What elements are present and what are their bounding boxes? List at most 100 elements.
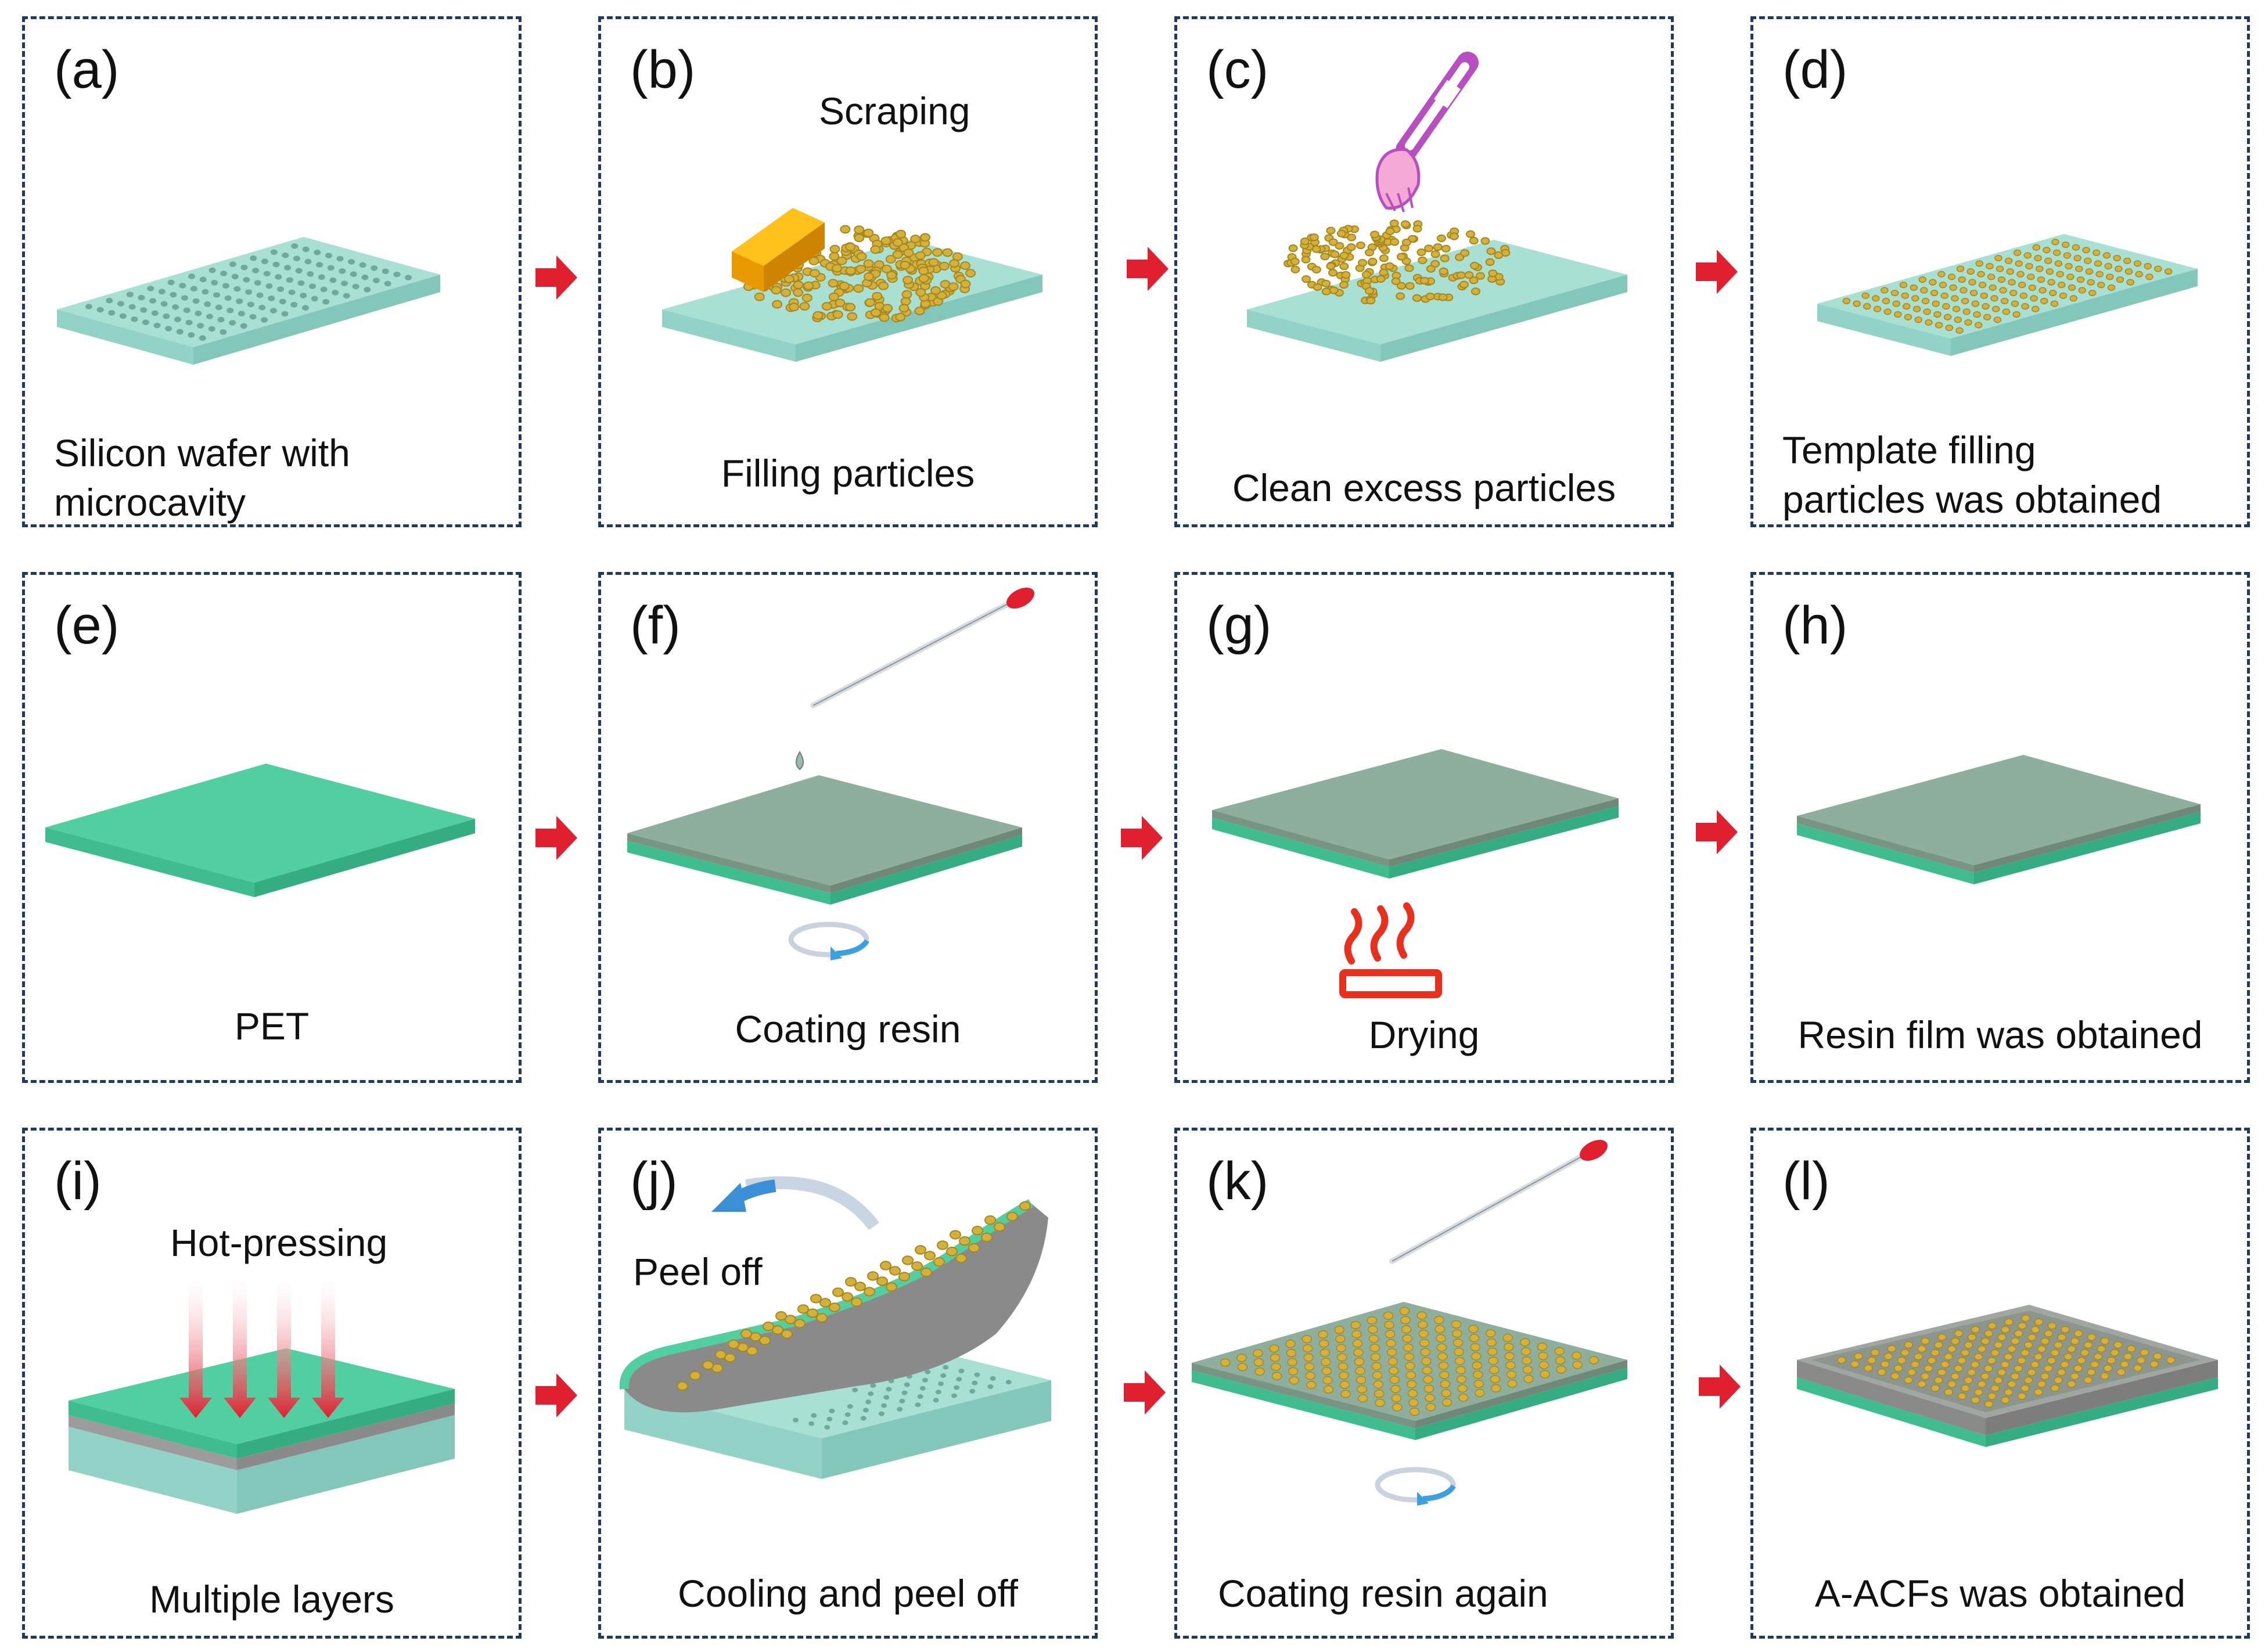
particle xyxy=(960,279,971,289)
microcavity xyxy=(281,311,289,317)
particle xyxy=(2051,239,2059,246)
particle xyxy=(865,298,876,307)
microcavity xyxy=(188,332,195,338)
microcavity xyxy=(252,268,260,273)
particle xyxy=(924,1251,936,1261)
panel-h-caption: Resin film was obtained xyxy=(1797,1013,2203,1056)
particle xyxy=(1423,1384,1435,1393)
particle xyxy=(1469,236,1479,245)
particle xyxy=(2006,268,2015,275)
particle xyxy=(895,312,906,322)
particle xyxy=(1300,237,1310,246)
microcavity xyxy=(249,314,257,320)
particle xyxy=(809,269,820,278)
particle xyxy=(1990,1384,2000,1392)
microcavity xyxy=(917,1394,923,1399)
particle xyxy=(1302,1335,1312,1344)
particle xyxy=(2123,257,2131,264)
particle xyxy=(1412,294,1422,302)
particle xyxy=(1346,243,1356,251)
microcavity xyxy=(204,301,211,307)
particle xyxy=(1964,1376,1973,1384)
microcavity xyxy=(405,275,412,280)
particle xyxy=(1369,1344,1380,1352)
particle xyxy=(1892,300,1900,307)
particle xyxy=(1368,257,1378,265)
particle xyxy=(1940,292,1948,299)
microcavity xyxy=(886,1387,892,1392)
particle xyxy=(2027,1333,2037,1341)
particle xyxy=(2087,1333,2097,1341)
microcavity xyxy=(176,329,184,335)
process-arrow-icon xyxy=(1699,1365,1741,1409)
microcavity xyxy=(233,286,241,292)
particle xyxy=(1991,305,2000,312)
microcavity xyxy=(373,278,380,283)
particle xyxy=(1990,295,1998,302)
microcavity xyxy=(270,249,278,255)
particle xyxy=(1339,262,1349,271)
particle xyxy=(968,1243,980,1253)
panel-i-label: (i) xyxy=(54,1151,102,1211)
particle xyxy=(2094,260,2102,267)
particle xyxy=(1339,1371,1349,1380)
particle xyxy=(1996,265,2004,272)
rotation-arrow-icon xyxy=(788,922,869,960)
particle xyxy=(889,1266,901,1276)
microcavity xyxy=(222,283,229,289)
particle xyxy=(1489,1366,1500,1374)
particle xyxy=(1425,1403,1436,1412)
particle xyxy=(1930,289,1939,297)
particle xyxy=(1320,253,1330,261)
particle xyxy=(2057,1333,2066,1341)
particle xyxy=(2023,1376,2033,1384)
particle xyxy=(2026,273,2035,280)
particle xyxy=(930,286,941,295)
panel-c-caption: Clean excess particles xyxy=(1232,466,1616,509)
particle xyxy=(1356,1376,1367,1384)
particle xyxy=(2037,1380,2047,1388)
microcavity xyxy=(320,286,328,293)
microcavity xyxy=(915,1402,921,1408)
panel-b-top-caption: Scraping xyxy=(819,89,970,132)
peel-off-illustration xyxy=(619,1176,1051,1479)
microcavity xyxy=(364,287,371,293)
particle xyxy=(928,258,939,267)
particle xyxy=(2011,1337,2020,1345)
particle xyxy=(2072,244,2080,251)
particle xyxy=(1405,282,1415,290)
particle xyxy=(1351,1330,1362,1338)
particle xyxy=(2102,252,2111,259)
microcavity xyxy=(119,313,127,319)
particle xyxy=(1417,1320,1428,1329)
panel-d: (d) Template filling particles was obtai… xyxy=(1750,16,2250,527)
microcavity xyxy=(195,310,202,316)
particle xyxy=(1220,1358,1231,1367)
particle xyxy=(1950,1337,1960,1345)
particle xyxy=(2065,262,2073,269)
particle xyxy=(1890,1372,1900,1380)
particle xyxy=(2133,1364,2142,1372)
particle xyxy=(1494,251,1504,259)
particle xyxy=(920,233,931,242)
particle xyxy=(1485,1329,1496,1338)
particle xyxy=(1286,1348,1297,1358)
particle xyxy=(2085,268,2094,275)
particle xyxy=(1520,1347,1531,1356)
particle xyxy=(1305,1372,1315,1380)
particle xyxy=(1405,1371,1416,1380)
particle xyxy=(2074,1330,2083,1337)
particle xyxy=(810,1294,822,1304)
particle xyxy=(1287,1358,1297,1366)
microcavity xyxy=(106,297,113,304)
microcavity xyxy=(147,286,154,291)
process-arrow-icon xyxy=(1127,247,1169,291)
microcavity xyxy=(359,262,366,268)
particle xyxy=(2023,252,2032,259)
particle xyxy=(1914,316,1922,323)
microcavity xyxy=(263,271,271,277)
particle xyxy=(772,300,783,309)
particle xyxy=(1954,1365,1963,1373)
particle xyxy=(1894,311,1902,318)
particle xyxy=(1987,1356,1997,1365)
